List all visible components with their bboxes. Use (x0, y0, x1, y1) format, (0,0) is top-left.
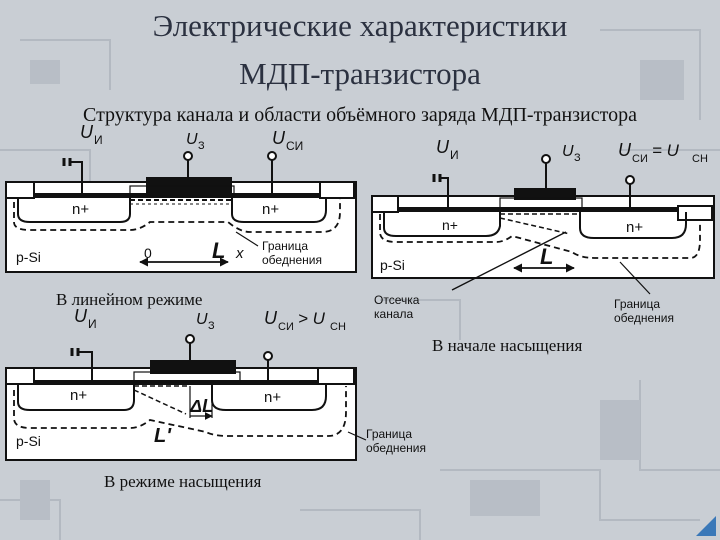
u-source-sub: И (94, 133, 103, 147)
n-plus-source: n+ (72, 201, 89, 218)
boundary-pointer (619, 261, 651, 295)
slide-title-line-1: Электрические характеристики (152, 8, 568, 43)
caption-saturation-mode: В режиме насыщения (104, 472, 262, 491)
gate-hatch (499, 197, 583, 209)
gate-electrode (514, 188, 576, 200)
u-gate-sub: З (574, 152, 581, 164)
drain-terminal (625, 175, 635, 185)
u-gate-label: U (562, 143, 574, 160)
drain-terminal (267, 151, 277, 161)
u-drain-label: U (264, 308, 278, 328)
axis-x-label: x (235, 245, 244, 262)
substrate-label: p-Si (16, 249, 41, 265)
slide-subtitle: Структура канала и области объёмного зар… (83, 104, 637, 126)
boundary-label-1: Граница (614, 297, 660, 311)
source-wire (70, 161, 83, 196)
u-drain-sub: СИ (286, 139, 303, 153)
u-condition: = U (652, 141, 680, 160)
u-condition-sub: СН (692, 153, 708, 165)
substrate-label: p-Si (16, 433, 41, 449)
boundary-pointer (347, 431, 367, 441)
source-ground (62, 158, 72, 166)
source-well (17, 198, 131, 223)
diagram-linear: U И U З U СИ n+ n+ p-Si 0 L x Граница об… (5, 122, 357, 273)
length-label: L (540, 244, 553, 269)
n-plus-source: n+ (442, 217, 458, 233)
u-source-sub: И (88, 317, 97, 331)
u-source-label: U (436, 137, 450, 157)
u-gate-sub: З (198, 140, 205, 152)
u-gate-sub: З (208, 320, 215, 332)
gate-terminal (541, 154, 551, 164)
boundary-label-2: обеднения (614, 311, 674, 325)
u-source-sub: И (450, 148, 459, 162)
depletion-boundary (379, 214, 701, 259)
l-prime-label: L' (154, 425, 172, 447)
gate-terminal (185, 334, 195, 344)
length-label: L (212, 238, 225, 263)
pinch-pointer (451, 231, 567, 291)
source-wire (78, 351, 93, 382)
source-contact (5, 181, 35, 199)
drain-contact (677, 205, 713, 221)
u-condition: > U (298, 309, 326, 328)
substrate-label: p-Si (380, 257, 405, 273)
n-plus-drain: n+ (262, 201, 279, 218)
drain-well (579, 212, 687, 239)
drain-contact (317, 367, 355, 385)
source-well (383, 212, 501, 237)
boundary-pointer (235, 231, 259, 247)
source-ground (70, 348, 80, 356)
drain-contact (319, 181, 355, 199)
slide-title-line-2: МДП-транзистора (239, 56, 481, 91)
u-gate-label: U (196, 311, 208, 328)
n-plus-source: n+ (70, 387, 87, 404)
u-condition-sub: СН (330, 321, 346, 333)
pinch-label-1: Отсечка (374, 293, 420, 307)
depletion-boundary (13, 198, 341, 233)
gate-hatch (129, 185, 235, 197)
gate-hatch (133, 371, 241, 383)
u-drain-label: U (618, 140, 632, 160)
caption-linear-mode: В линейном режиме (56, 290, 203, 309)
u-gate-label: U (186, 131, 198, 148)
drain-well (211, 385, 327, 411)
slide-corner-decoration (696, 516, 716, 536)
boundary-label-1: Граница (366, 427, 412, 441)
depletion-boundary (13, 386, 347, 437)
boundary-label-1: Граница (262, 239, 308, 253)
gate-electrode (146, 177, 232, 193)
boundary-label-2: обеднения (366, 441, 426, 455)
diagram-onset-saturation: U И U З U СИ = U СН n+ n+ p-Si L Отсечка… (371, 137, 715, 325)
channel-wedge (133, 385, 190, 415)
boundary-label-2: обеднения (262, 253, 322, 267)
oxide-layer (398, 207, 678, 212)
gate-electrode (150, 360, 236, 374)
source-well (17, 385, 135, 411)
drain-well (231, 198, 327, 223)
n-plus-drain: n+ (264, 389, 281, 406)
u-drain-sub: СИ (278, 321, 294, 333)
channel-wedge (499, 213, 580, 235)
n-plus-drain: n+ (626, 219, 643, 236)
delta-l-label: ΔL (189, 396, 213, 416)
pinch-label-2: канала (374, 307, 413, 321)
u-source-label: U (80, 122, 94, 142)
diagram-saturation: U И U З U СИ > U СН n+ n+ p-Si ΔL L' Гра… (5, 306, 426, 461)
source-contact (371, 195, 399, 213)
drain-terminal (263, 351, 273, 361)
caption-saturation-onset: В начале насыщения (432, 336, 583, 355)
u-drain-label: U (272, 128, 286, 148)
source-contact (5, 367, 35, 385)
u-source-label: U (74, 306, 88, 326)
u-drain-sub: СИ (632, 153, 648, 165)
gate-terminal (183, 151, 193, 161)
source-ground (432, 174, 442, 182)
source-wire (440, 177, 449, 208)
origin-label: 0 (144, 245, 152, 261)
